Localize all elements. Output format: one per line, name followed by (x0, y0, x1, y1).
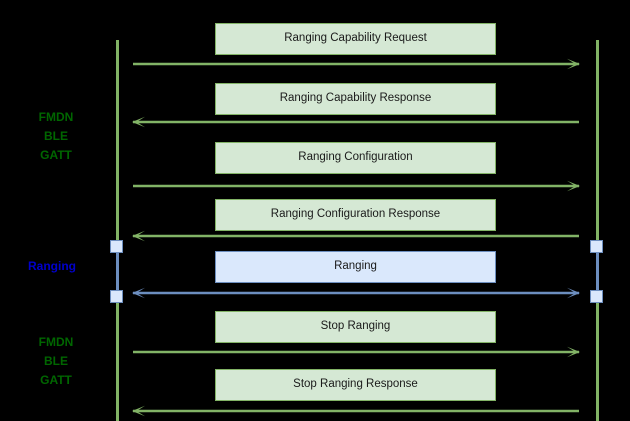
message-box-4: Ranging (215, 251, 496, 283)
message-arrow-4 (131, 287, 581, 299)
message-box-1: Ranging Capability Response (215, 83, 496, 115)
left-lifeline-lifeline-segment-ranging (116, 246, 119, 297)
message-label: Stop Ranging Response (293, 378, 418, 391)
phase-label-0: FMDN BLE GATT (38, 110, 74, 162)
right-lifeline-lifeline-segment-upper (596, 40, 599, 247)
message-label: Ranging (334, 260, 377, 273)
message-label: Ranging Capability Request (284, 32, 427, 45)
message-box-3: Ranging Configuration Response (215, 199, 496, 231)
activation-box-right-start (590, 240, 603, 253)
activation-box-left-start (110, 240, 123, 253)
activation-box-right-end (590, 290, 603, 303)
right-lifeline-lifeline-segment-ranging (596, 246, 599, 297)
message-arrow-2 (131, 180, 581, 192)
message-label: Ranging Configuration Response (270, 208, 441, 221)
right-lifeline-lifeline-segment-lower (596, 296, 599, 421)
message-box-6: Stop Ranging Response (215, 369, 496, 401)
message-label: Ranging Capability Response (279, 92, 432, 105)
activation-box-left-end (110, 290, 123, 303)
message-arrow-3 (131, 230, 581, 242)
message-label: Ranging Configuration (298, 151, 413, 164)
message-label: Stop Ranging (320, 320, 391, 333)
left-lifeline-lifeline-segment-upper (116, 40, 119, 247)
left-lifeline-lifeline-segment-lower (116, 296, 119, 421)
message-box-5: Stop Ranging (215, 311, 496, 343)
message-arrow-0 (131, 58, 581, 70)
message-box-0: Ranging Capability Request (215, 23, 496, 55)
message-arrow-1 (131, 116, 581, 128)
message-box-2: Ranging Configuration (215, 142, 496, 174)
message-arrow-5 (131, 346, 581, 358)
phase-label-2: FMDN BLE GATT (38, 335, 74, 387)
phase-label-1: Ranging (28, 259, 76, 273)
message-arrow-6 (131, 405, 581, 417)
